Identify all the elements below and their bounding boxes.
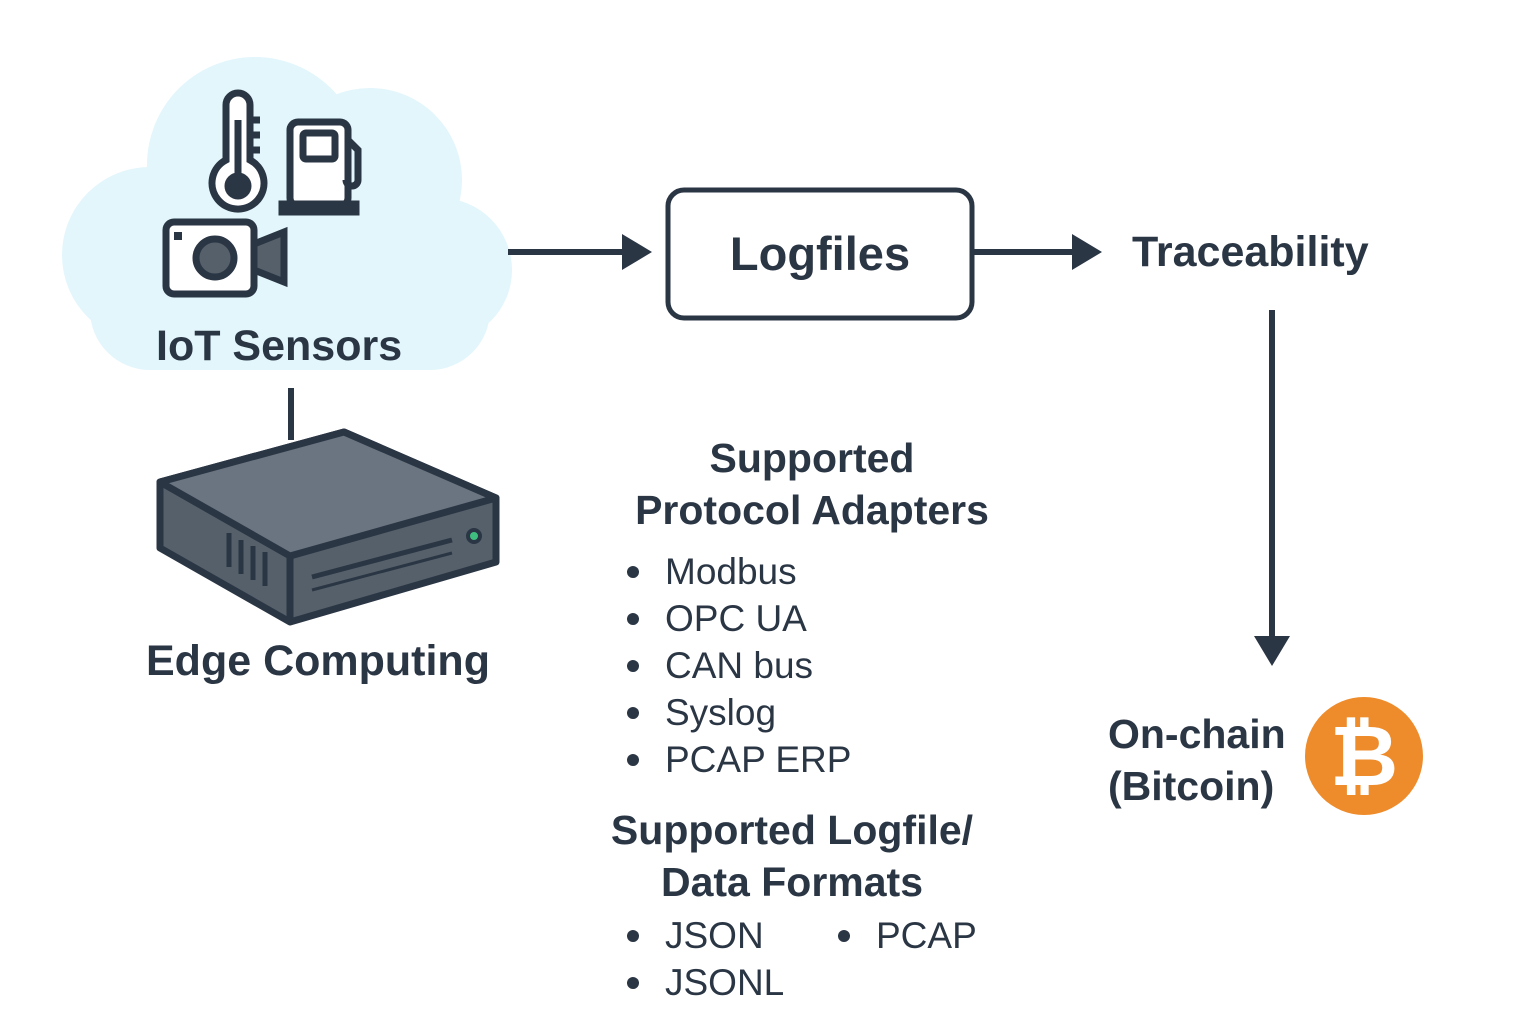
iot-sensors-label: IoT Sensors xyxy=(156,322,403,370)
fuel-pump-icon xyxy=(278,118,362,216)
protocol-adapters-list: Modbus OPC UA CAN bus Syslog PCAP ERP xyxy=(625,548,851,783)
logfiles-box xyxy=(665,187,975,321)
arrow-logfiles-to-traceability xyxy=(974,234,1102,270)
list-item: PCAP ERP xyxy=(625,736,851,783)
formats-heading-line-2: Data Formats xyxy=(660,859,923,905)
arrow-traceability-to-chain xyxy=(1254,310,1290,666)
arrow-cloud-to-logfiles xyxy=(508,234,652,270)
list-item: Modbus xyxy=(625,548,851,595)
cloud-shape xyxy=(62,57,512,370)
data-formats-list: JSON JSONL xyxy=(625,912,784,1006)
protocol-heading-line-2: Protocol Adapters xyxy=(635,487,989,533)
data-formats-list-col-2: PCAP xyxy=(836,912,977,959)
on-chain-label: On-chain (Bitcoin) xyxy=(1108,708,1286,812)
list-item: Syslog xyxy=(625,689,851,736)
list-item: JSON xyxy=(625,912,784,959)
thermometer-icon xyxy=(208,89,268,213)
formats-heading-line-1: Supported Logfile/ xyxy=(610,807,974,853)
list-item: OPC UA xyxy=(625,595,851,642)
bitcoin-icon: ₿ xyxy=(1305,697,1423,815)
list-item: PCAP xyxy=(836,912,977,959)
camera-icon xyxy=(162,218,288,298)
on-chain-line-1: On-chain xyxy=(1108,711,1286,757)
edge-computing-label: Edge Computing xyxy=(146,637,490,685)
list-item: CAN bus xyxy=(625,642,851,689)
traceability-label: Traceability xyxy=(1132,228,1369,276)
data-formats-heading: Supported Logfile/ Data Formats xyxy=(580,804,1004,908)
logfiles-label: Logfiles xyxy=(729,227,911,280)
protocol-heading-line-1: Supported xyxy=(709,435,915,481)
list-item: JSONL xyxy=(625,959,784,1006)
server-box-icon xyxy=(156,428,500,626)
on-chain-line-2: (Bitcoin) xyxy=(1108,763,1275,809)
protocol-adapters-heading: Supported Protocol Adapters xyxy=(600,432,1024,536)
